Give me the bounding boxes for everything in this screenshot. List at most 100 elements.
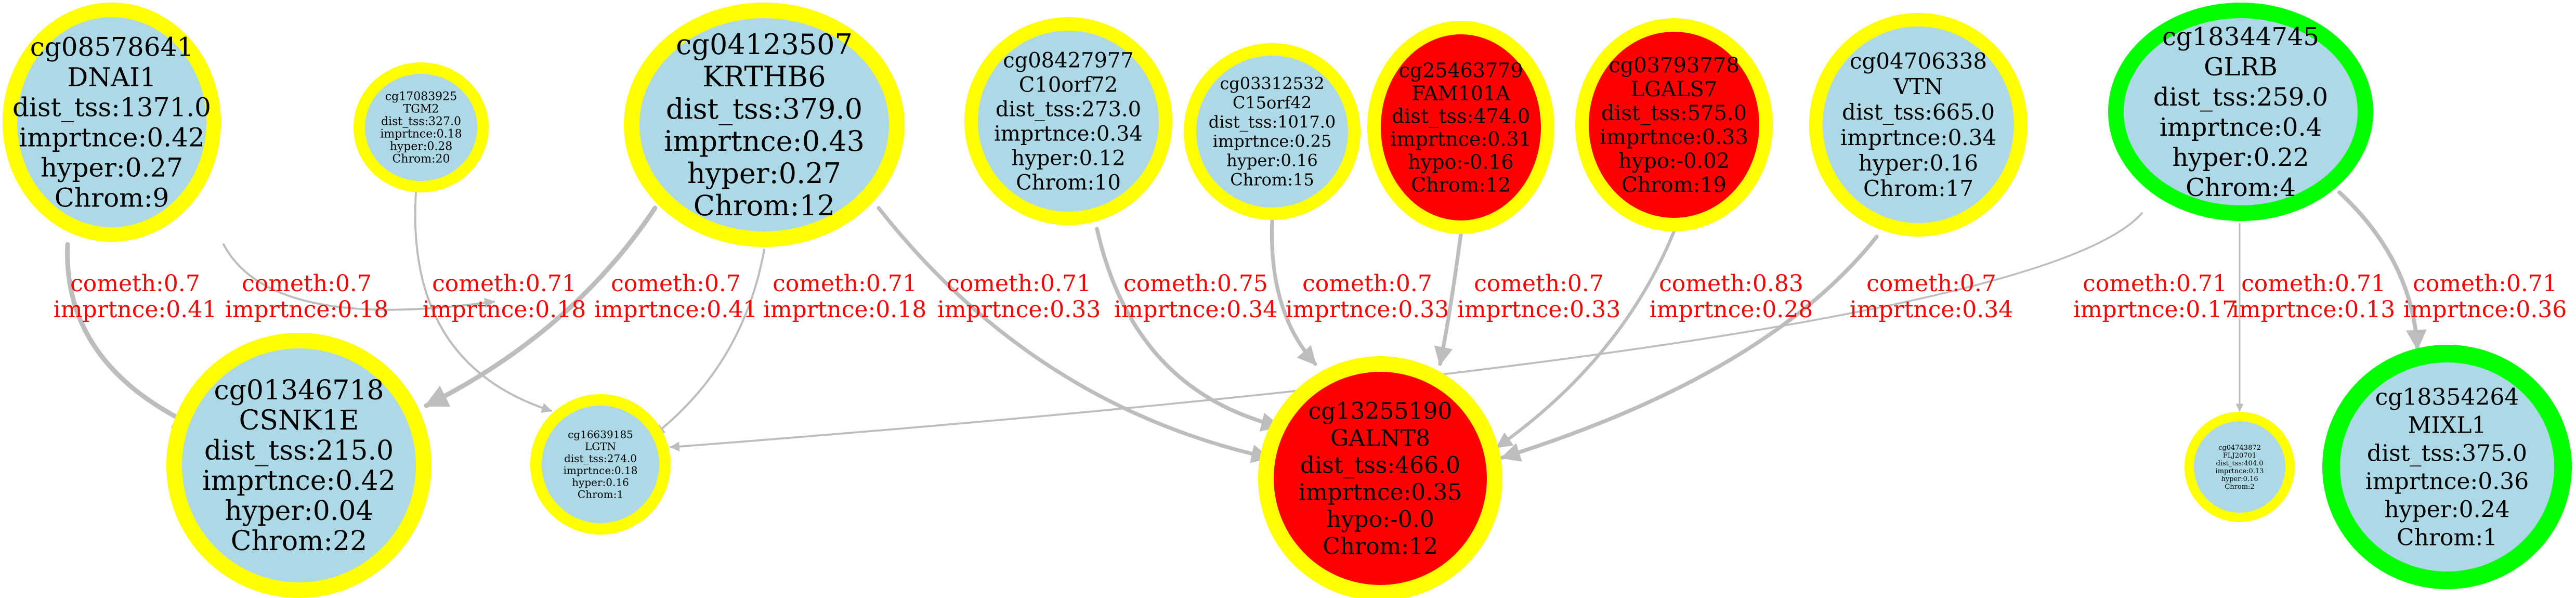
node-label-line: cg03312532 [1220, 74, 1324, 94]
node-label-line: dist_tss:327.0 [381, 115, 461, 128]
node-label-line: cg25463779 [1398, 59, 1523, 82]
node-label-line: cg18354264 [2375, 384, 2519, 410]
node-label-line: imprtnce:0.18 [564, 464, 638, 477]
node-cg04743872[interactable]: cg04743872FLJ20701dist_tss:404.0imprtnce… [2185, 412, 2295, 522]
node-label-line: Chrom:12 [1411, 173, 1511, 196]
node-label-line: dist_tss:259.0 [2153, 83, 2328, 112]
edge-imprtnce-label: imprtnce:0.34 [1114, 296, 1278, 323]
node-cg13255190[interactable]: cg13255190GALNT8dist_tss:466.0imprtnce:0… [1258, 356, 1502, 598]
node-label-line: cg08578641 [30, 32, 194, 62]
edge-cg08578641-cg16639185 [223, 243, 495, 311]
node-label-line: dist_tss:379.0 [666, 93, 862, 125]
edge-cg04123507-cg01346718 [424, 205, 658, 408]
node-label-line: hypo:-0.16 [1408, 150, 1513, 173]
node-label-line: hyper:0.16 [572, 476, 629, 489]
node-label-line: dist_tss:375.0 [2367, 440, 2527, 466]
node-body [2340, 362, 2554, 571]
node-label-line: imprtnce:0.42 [202, 465, 396, 497]
edge-imprtnce-label: imprtnce:0.36 [2403, 296, 2567, 323]
node-label-line: dist_tss:466.0 [1300, 452, 1460, 478]
node-cg03312532[interactable]: cg03312532C15orf42dist_tss:1017.0imprtnc… [1184, 43, 1361, 220]
edge-cometh-label: cometh:0.71 [2241, 270, 2386, 297]
edge-cometh-label: cometh:0.71 [432, 270, 577, 297]
node-label-line: dist_tss:665.0 [1842, 99, 1995, 125]
node-body [1274, 372, 1487, 585]
node-cg08578641[interactable]: cg08578641DNAI1dist_tss:1371.0imprtnce:0… [3, 3, 221, 242]
edge-imprtnce-label: imprtnce:0.13 [2232, 296, 2396, 323]
node-body [2124, 18, 2358, 205]
node-label-line: FAM101A [1411, 82, 1510, 105]
node-label-line: cg04706338 [1850, 48, 1987, 74]
edge-imprtnce-label: imprtnce:0.18 [225, 296, 389, 323]
edge-cg04123507-cg16639185 [654, 249, 765, 435]
edge-cg08578641-cg01346718 [65, 242, 198, 429]
node-label-line: imprtnce:0.43 [664, 125, 865, 158]
edge-imprtnce-label: imprtnce:0.18 [763, 296, 927, 323]
node-label-line: LGALS7 [1631, 77, 1718, 101]
node-label-line: Chrom:10 [1016, 171, 1121, 195]
edge-imprtnce-label: imprtnce:0.34 [1850, 296, 2013, 323]
node-label-line: Chrom:2 [2225, 483, 2254, 491]
edge-imprtnce-label: imprtnce:0.18 [423, 296, 586, 323]
node-cg03793778[interactable]: cg03793778LGALS7dist_tss:575.0imprtnce:0… [1575, 18, 1773, 231]
edge-cometh-label: cometh:0.7 [242, 270, 372, 297]
node-label-line: Chrom:15 [1230, 170, 1314, 190]
node-label-line: hypo:-0.0 [1326, 506, 1434, 532]
node-body [17, 17, 206, 227]
node-label-line: hyper:0.16 [1226, 151, 1317, 171]
edge-imprtnce-label: imprtnce:0.41 [54, 296, 217, 323]
node-label-line: KRTHB6 [702, 60, 826, 93]
node-cg18354264[interactable]: cg18354264MIXL1dist_tss:375.0imprtnce:0.… [2322, 345, 2572, 589]
node-cg01346718[interactable]: cg01346718CSNK1Edist_tss:215.0imprtnce:0… [166, 333, 431, 598]
node-cg25463779[interactable]: cg25463779FAM101Adist_tss:474.0imprtnce:… [1367, 21, 1554, 234]
node-label-line: C15orf42 [1233, 93, 1312, 113]
node-label-line: cg18344745 [2162, 22, 2319, 51]
node-label-line: imprtnce:0.18 [380, 128, 462, 141]
node-label-line: cg13255190 [1309, 398, 1453, 424]
node-label-line: cg04743872 [2218, 444, 2261, 452]
edge-cometh-label: cometh:0.71 [2413, 270, 2557, 297]
node-body [2194, 421, 2285, 513]
node-cg04123507[interactable]: cg04123507KRTHB6dist_tss:379.0imprtnce:0… [624, 3, 905, 247]
node-body [639, 18, 889, 231]
edge-cg03793778-cg13255190 [1495, 229, 1676, 449]
node-label-line: hypo:-0.02 [1618, 149, 1730, 173]
node-label-line: dist_tss:215.0 [204, 435, 394, 466]
edge-imprtnce-label: imprtnce:0.33 [937, 296, 1101, 323]
node-cg18344745[interactable]: cg18344745GLRBdist_tss:259.0imprtnce:0.4… [2108, 3, 2373, 221]
node-label-line: dist_tss:575.0 [1601, 101, 1747, 125]
node-label-line: dist_tss:474.0 [1392, 105, 1530, 128]
edge-cg18344745-cg16639185 [670, 212, 2143, 452]
node-cg17083925[interactable]: cg17083925TGM2dist_tss:327.0imprtnce:0.1… [354, 62, 489, 192]
node-label-line: dist_tss:404.0 [2216, 460, 2263, 467]
edge-imprtnce-label: imprtnce:0.33 [1457, 296, 1621, 323]
node-label-line: imprtnce:0.42 [19, 123, 204, 153]
node-body [1823, 27, 2014, 223]
node-cg08427977[interactable]: cg08427977C10orf72dist_tss:273.0imprtnce… [964, 17, 1172, 225]
node-label-line: hyper:0.22 [2172, 143, 2309, 172]
edge-cometh-label: cometh:0.7 [1866, 270, 1996, 297]
node-cg04706338[interactable]: cg04706338VTNdist_tss:665.0imprtnce:0.34… [1809, 13, 2028, 237]
edge-imprtnce-label: imprtnce:0.41 [594, 296, 758, 323]
edge-cg18344745-cg18354264 [2337, 190, 2427, 350]
node-label-line: Chrom:19 [1622, 173, 1727, 197]
edge-cometh-label: cometh:0.71 [773, 270, 917, 297]
node-label-line: DNAI1 [67, 62, 156, 93]
edges-layer [65, 190, 2427, 463]
node-label-line: VTN [1893, 74, 1943, 99]
node-cg16639185[interactable]: cg16639185LGTNdist_tss:274.0imprtnce:0.1… [530, 394, 671, 535]
node-label-line: Chrom:9 [55, 183, 169, 213]
edge-imprtnce-label: imprtnce:0.17 [2073, 296, 2237, 323]
node-label-line: cg08427977 [1003, 49, 1134, 73]
node-label-line: hyper:0.27 [687, 157, 841, 190]
node-label-line: Chrom:12 [1323, 533, 1438, 560]
node-label-line: Chrom:1 [2397, 524, 2497, 551]
node-label-line: imprtnce:0.13 [2216, 467, 2264, 475]
node-label-line: imprtnce:0.33 [1600, 125, 1748, 149]
node-label-line: imprtnce:0.35 [1299, 479, 1462, 505]
